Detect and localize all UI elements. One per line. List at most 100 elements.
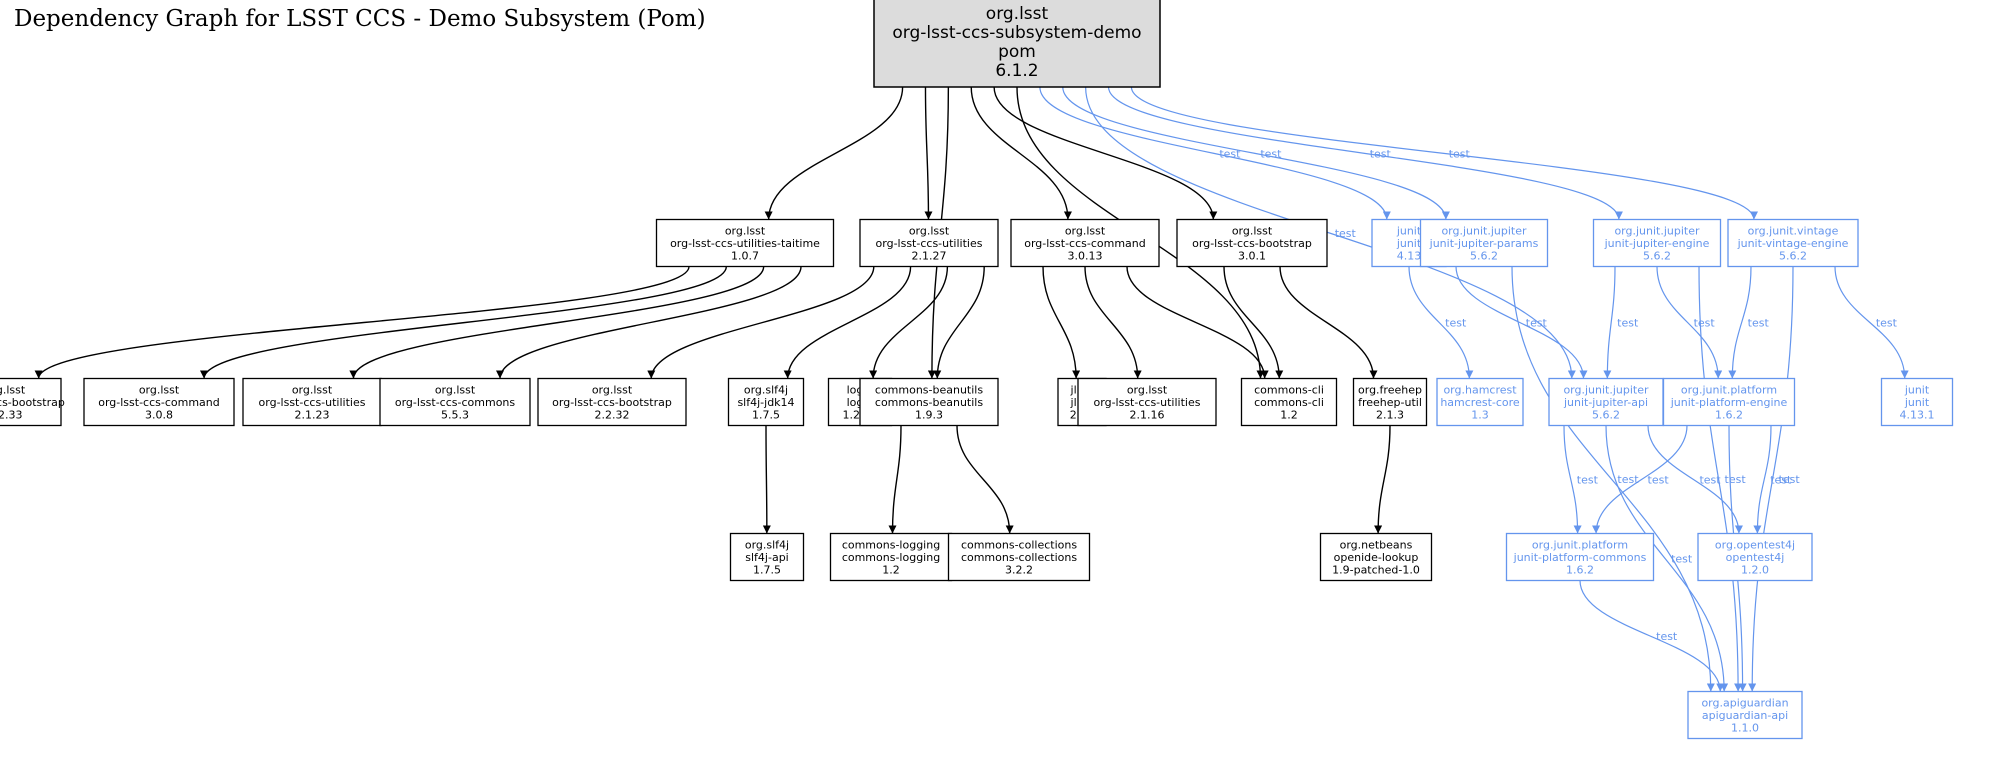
edge-cmd3013-to-commonscli [1126, 266, 1269, 379]
edge-jengine-to-japi [1603, 266, 1616, 379]
node-label-line: 2.2.33 [0, 408, 23, 421]
node-box [0, 377, 62, 427]
node-label-line: commons-collections [961, 538, 1077, 551]
node-pcommons[interactable]: org.junit.platformjunit-platform-commons… [1505, 532, 1655, 582]
edge-japi-to-apiguardian [1605, 425, 1729, 692]
edge-cmd3013-to-jline [1042, 266, 1081, 379]
edge-vengine-to-pengine [1728, 266, 1752, 379]
edge-label: test [1219, 147, 1241, 160]
node-collections[interactable]: commons-collectionscommons-collections3.… [947, 532, 1091, 582]
node-label-line: org.junit.platform [1681, 383, 1777, 396]
node-box [1352, 377, 1428, 427]
node-label-line: 2.1.3 [1376, 408, 1404, 421]
edge-japi-to-opentest4j [1647, 425, 1743, 534]
node-box [859, 377, 999, 427]
edge-beanutils-to-collections [956, 425, 1014, 534]
node-label-line: org.freehep [1358, 383, 1422, 396]
node-box [859, 218, 999, 268]
edge-boot301-to-freehep [1279, 266, 1378, 379]
node-label-line: commons-cli [1254, 396, 1324, 409]
edge-label: test [1725, 473, 1747, 486]
node-box [242, 377, 382, 427]
node-root[interactable]: org.lsstorg-lsst-ccs-subsystem-demopom6.… [873, 0, 1161, 88]
node-label-line: 1.2 [1280, 408, 1298, 421]
node-label-line: 3.0.8 [145, 408, 173, 421]
node-label-line: 1.6.2 [1566, 563, 1594, 576]
node-jparams[interactable]: org.junit.jupiterjunit-jupiter-params5.6… [1419, 218, 1549, 268]
node-label-line: 1.3 [1471, 408, 1489, 421]
edge-junit413-to-hamcrest [1408, 266, 1474, 379]
node-label-line: 1.2 [882, 563, 900, 576]
node-vengine[interactable]: org.junit.vintagejunit-vintage-engine5.6… [1727, 218, 1859, 268]
edge-taitime-to-cmd308 [200, 266, 728, 379]
edge-label: test [1445, 317, 1467, 330]
node-label-line: org.opentest4j [1715, 538, 1795, 551]
node-label-line: freehep-util [1358, 396, 1422, 409]
node-label-line: org-lsst-ccs-utilities-taitime [670, 237, 820, 250]
node-box [1240, 377, 1338, 427]
node-label-line: org.slf4j [744, 383, 788, 396]
edge-util2127-to-slf4jjdk [783, 266, 912, 379]
node-openide[interactable]: org.netbeansopenide-lookup1.9-patched-1.… [1319, 532, 1433, 582]
node-label-line: 1.9.3 [915, 408, 943, 421]
node-taitime[interactable]: org.lsstorg-lsst-ccs-utilities-taitime1.… [655, 218, 835, 268]
edge-label: test [1779, 473, 1801, 486]
node-box [947, 532, 1091, 582]
node-label-line: org.lsst [986, 4, 1049, 24]
edge-label: test [1748, 317, 1770, 330]
node-label-line: pom [998, 42, 1036, 62]
node-label-line: org-lsst-ccs-utilities [1094, 396, 1201, 409]
edge-label: test [1699, 474, 1721, 487]
node-label-line: 6.1.2 [995, 61, 1038, 81]
edge-label: test [1694, 317, 1716, 330]
node-label-line: 3.0.13 [1068, 249, 1103, 262]
edge-japi-to-pcommons [1563, 425, 1582, 534]
node-label-line: slf4j-api [745, 551, 788, 564]
node-label-line: junit [1904, 396, 1930, 409]
node-label-line: org.lsst [909, 224, 950, 237]
node-label-line: commons-logging [842, 538, 940, 551]
node-label-line: 1.2.0 [1741, 563, 1769, 576]
node-label-line: 1.0.7 [731, 249, 759, 262]
node-box [1176, 218, 1328, 268]
node-label-line: junit-platform-engine [1670, 396, 1788, 409]
edge-cmd3013-to-util2116 [1084, 266, 1142, 379]
edge-label: test [1617, 473, 1639, 486]
node-box [1319, 532, 1433, 582]
node-label-line: openide-lookup [1334, 551, 1419, 564]
node-jengine[interactable]: org.junit.jupiterjunit-jupiter-engine5.6… [1592, 218, 1722, 268]
node-label-line: junit-jupiter-api [1563, 396, 1648, 409]
node-pengine[interactable]: org.junit.platformjunit-platform-engine1… [1662, 377, 1796, 427]
node-label-line: org.junit.jupiter [1563, 383, 1649, 396]
node-box [729, 532, 805, 582]
edge-label: test [1577, 474, 1599, 487]
node-label-line: hamcrest-core [1440, 396, 1520, 409]
edge-vengine-to-apiguardian [1748, 266, 1794, 692]
node-label-line: org.lsst [1127, 383, 1168, 396]
node-label-line: 3.2.2 [1005, 563, 1033, 576]
node-label-line: commons-collections [961, 551, 1077, 564]
edge-util2127-to-log4j [869, 266, 949, 379]
edge-label: test [1617, 317, 1639, 330]
